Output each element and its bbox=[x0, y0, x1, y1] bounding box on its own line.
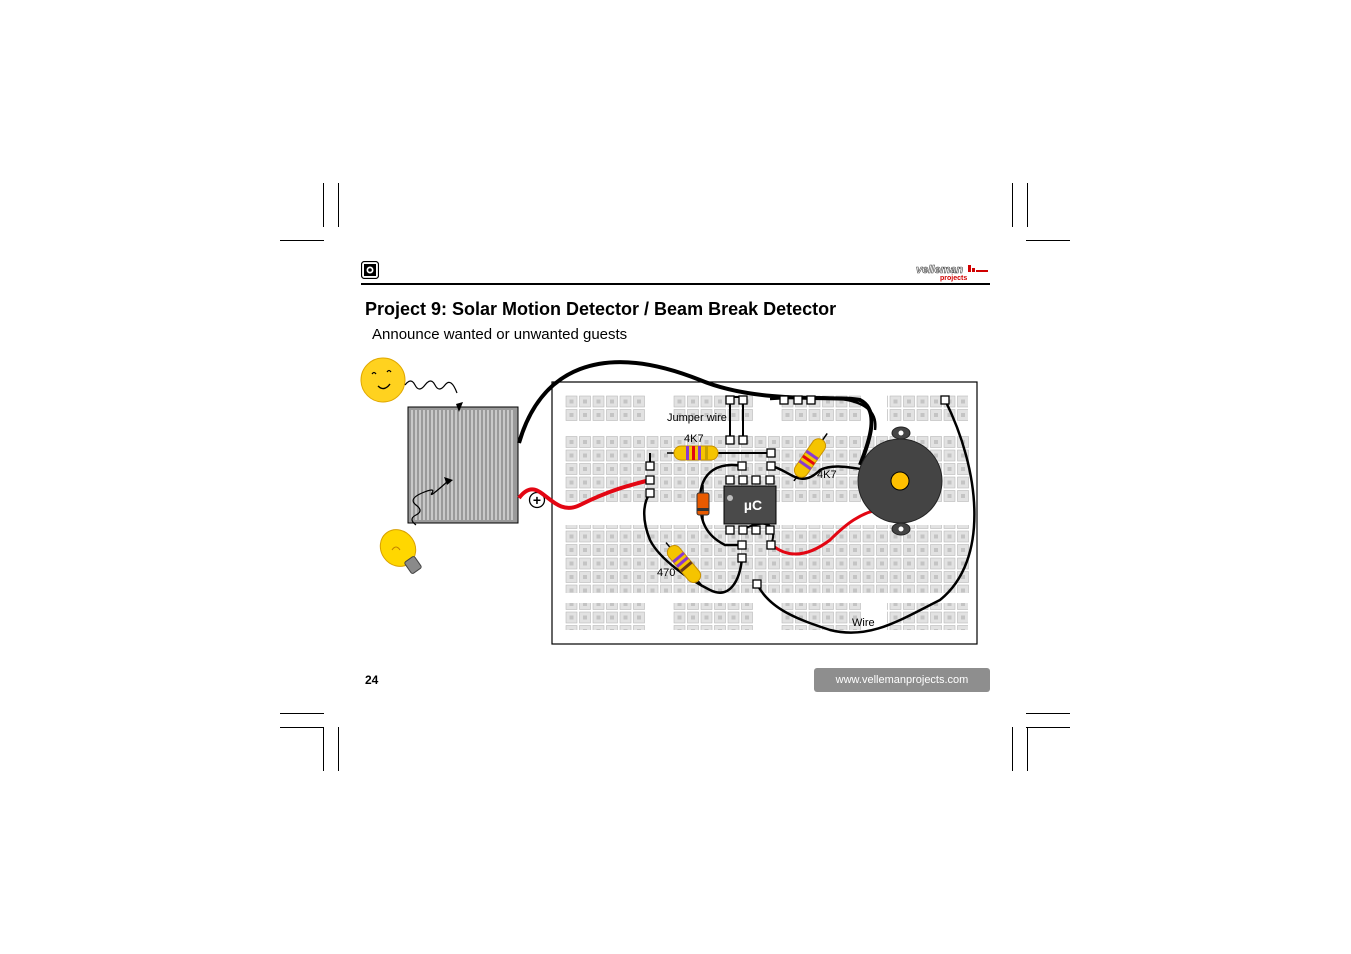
contact-points bbox=[645, 395, 950, 589]
capacitor bbox=[696, 485, 710, 520]
piezo-buzzer bbox=[857, 426, 943, 536]
crop-mark bbox=[1026, 727, 1070, 728]
page-subtitle: Announce wanted or unwanted guests bbox=[372, 326, 628, 343]
svg-text:velleman: velleman bbox=[916, 264, 963, 276]
page-title: Project 9: Solar Motion Detector / Beam … bbox=[365, 299, 837, 319]
resistor-4k7-right bbox=[793, 432, 828, 482]
resistor-right-label: 4K7 bbox=[817, 469, 837, 481]
sun-icon bbox=[360, 357, 406, 403]
page-number: 24 bbox=[365, 673, 379, 687]
red-wire-panel bbox=[517, 478, 651, 510]
crop-mark bbox=[338, 183, 339, 227]
resistor-4k7-top bbox=[667, 445, 722, 461]
light-ray-arrow bbox=[456, 402, 463, 412]
crop-mark bbox=[338, 727, 339, 771]
crop-mark bbox=[1012, 183, 1013, 227]
black-wire bbox=[643, 492, 744, 594]
crop-mark bbox=[1027, 727, 1028, 771]
crop-mark bbox=[280, 240, 324, 241]
light-bulb-icon bbox=[379, 529, 422, 574]
resistor-top-label: 4K7 bbox=[684, 433, 704, 445]
crop-mark bbox=[1027, 183, 1028, 227]
black-wire bbox=[769, 396, 877, 431]
chip-notch bbox=[727, 495, 733, 501]
website-url[interactable]: www.vellemanprojects.com bbox=[814, 668, 990, 692]
resistor-bottom-label: 470 bbox=[657, 567, 675, 579]
microcontroller-chip bbox=[723, 485, 777, 525]
light-ray-arrow bbox=[444, 477, 453, 485]
breadboard-diagram: + µC bbox=[360, 357, 978, 645]
crop-mark bbox=[1026, 713, 1070, 714]
kit-icon bbox=[361, 261, 379, 279]
crop-mark bbox=[1026, 240, 1070, 241]
crop-mark bbox=[1012, 727, 1013, 771]
velleman-logo: velleman projects bbox=[916, 264, 988, 282]
red-wire-buzzer bbox=[771, 506, 886, 556]
jumper-wire-label: Jumper wire bbox=[667, 412, 727, 424]
crop-mark bbox=[280, 727, 324, 728]
header-rule bbox=[361, 283, 990, 285]
crop-mark bbox=[323, 183, 324, 227]
wire-label: Wire bbox=[852, 617, 875, 629]
light-ray bbox=[404, 380, 458, 394]
light-ray bbox=[411, 480, 449, 526]
crop-mark bbox=[323, 727, 324, 771]
plus-label: + bbox=[533, 492, 541, 508]
svg-text:projects: projects bbox=[940, 275, 967, 282]
solar-panel bbox=[407, 406, 519, 524]
black-wire bbox=[755, 399, 976, 634]
ic-label: µC bbox=[744, 497, 762, 513]
resistor-470-bottom bbox=[665, 542, 703, 586]
crop-mark bbox=[280, 713, 324, 714]
